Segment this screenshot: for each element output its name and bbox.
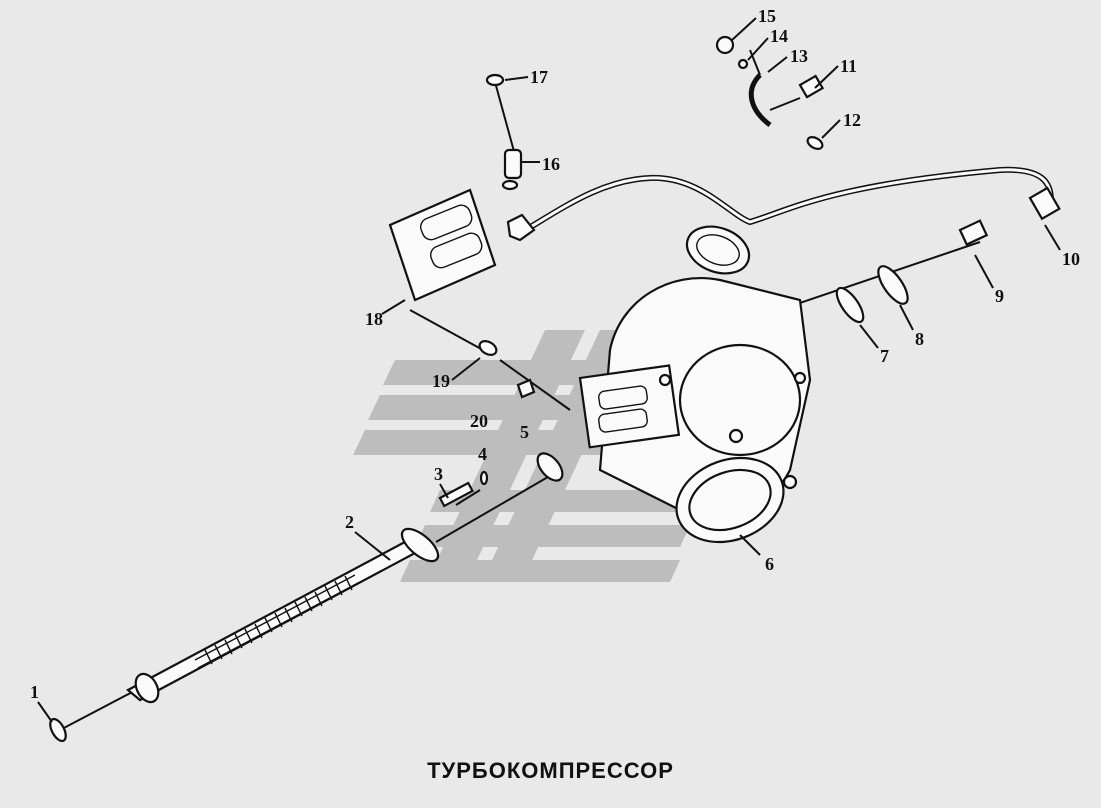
callout-20: 20 (470, 411, 488, 431)
callout-11: 11 (840, 56, 857, 76)
callout-10: 10 (1062, 249, 1080, 269)
exhaust-flange-gasket (388, 188, 497, 302)
callout-leaders (37, 17, 1061, 723)
callout-3: 3 (434, 464, 443, 484)
callout-7: 7 (880, 346, 889, 366)
callout-2: 2 (345, 512, 354, 532)
callout-6: 6 (765, 554, 774, 574)
callout-12: 12 (843, 110, 861, 130)
callout-17: 17 (530, 67, 548, 87)
oil-drain-hose (49, 527, 440, 743)
callout-18: 18 (365, 309, 383, 329)
callout-8: 8 (915, 329, 924, 349)
turbocharger-body (578, 225, 812, 544)
callout-16: 16 (542, 154, 560, 174)
oil-inlet-parts (835, 219, 989, 324)
callout-14: 14 (770, 26, 788, 46)
hose-corrugation (204, 575, 353, 665)
callout-labels: 1 2 3 4 5 6 7 8 9 10 11 12 13 14 15 16 1… (30, 6, 1080, 702)
oil-feed-pipe (506, 166, 1061, 242)
callout-19: 19 (432, 371, 450, 391)
callout-13: 13 (790, 46, 808, 66)
callout-4: 4 (478, 444, 487, 464)
diagram-caption: ТУРБОКОМПРЕССОР (427, 758, 674, 783)
callout-5: 5 (520, 422, 529, 442)
callout-1: 1 (30, 682, 39, 702)
upper-fittings (485, 35, 825, 191)
callout-15: 15 (758, 6, 776, 26)
small-fasteners (438, 340, 564, 508)
callout-9: 9 (995, 286, 1004, 306)
